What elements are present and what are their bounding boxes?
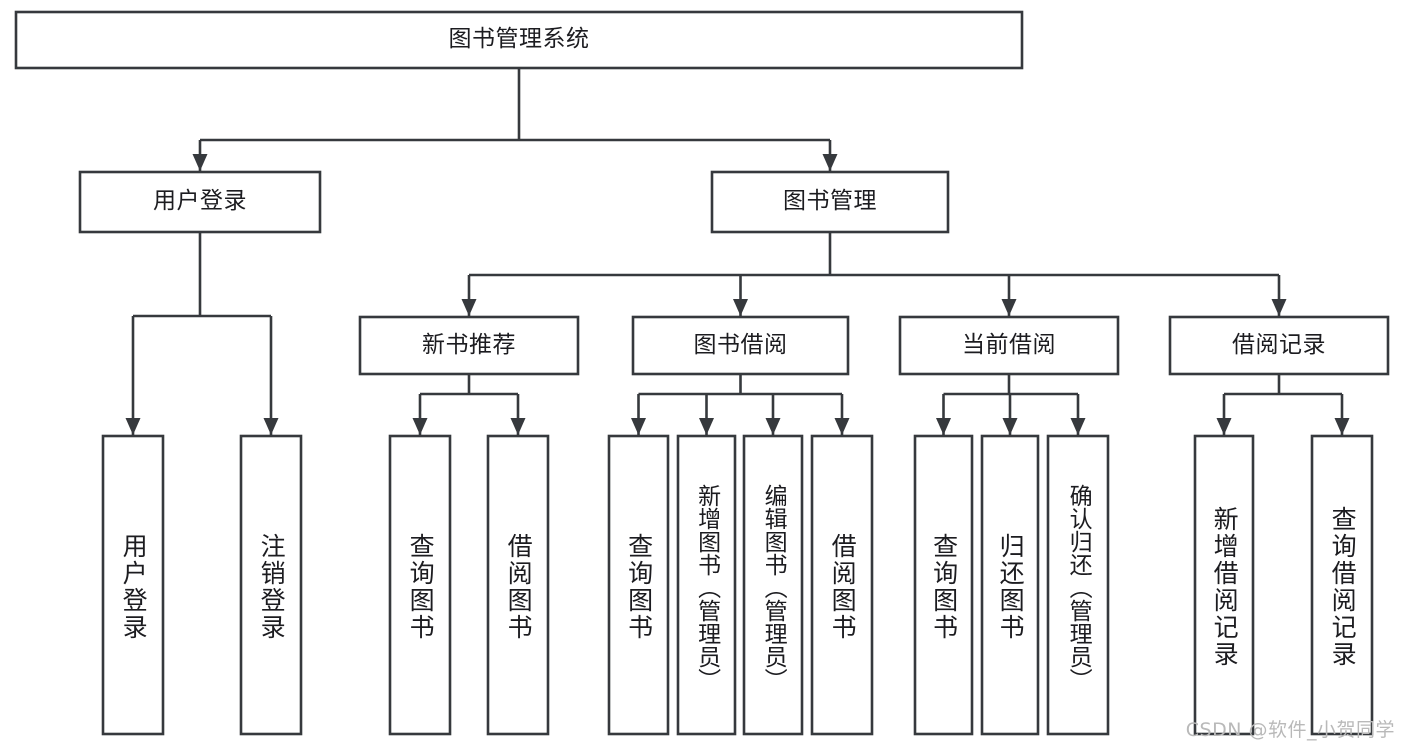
arrow-head-book_borrow-0 — [631, 418, 646, 435]
arrow-head-current_borrow-1 — [1002, 418, 1018, 435]
arrow-head-new_book_rec-0 — [412, 418, 428, 435]
node-box-book-manage[interactable] — [710, 170, 950, 234]
arrow-head-book_borrow-2 — [765, 418, 781, 435]
arrow-head-current_borrow-0 — [936, 418, 951, 435]
arrow-head-book_manage-3 — [1271, 299, 1287, 316]
watermark-text: CSDN @软件_小贺同学 — [1185, 719, 1395, 741]
edges-layer — [125, 68, 1350, 435]
node-box-leaf-confirm-return[interactable] — [1046, 434, 1110, 736]
node-box-leaf-query-book-a[interactable] — [388, 434, 452, 736]
node-box-new-book-rec[interactable] — [358, 315, 580, 376]
node-box-leaf-borrow-book-b[interactable] — [810, 434, 874, 736]
arrow-head-book_manage-2 — [1001, 299, 1017, 316]
arrow-head-user_login-0 — [125, 418, 141, 435]
node-box-current-borrow[interactable] — [898, 315, 1120, 376]
arrow-head-new_book_rec-1 — [510, 418, 526, 435]
arrow-head-user_login-1 — [263, 418, 279, 435]
node-box-user-login[interactable] — [78, 170, 322, 234]
arrow-head-book_manage-0 — [461, 299, 477, 316]
node-box-leaf-query-book-b[interactable] — [607, 434, 670, 736]
arrow-head-root-1 — [822, 154, 838, 171]
node-box-leaf-borrow-book-a[interactable] — [486, 434, 550, 736]
node-box-leaf-return-book[interactable] — [980, 434, 1040, 736]
arrow-head-book_borrow-1 — [699, 418, 714, 435]
arrow-head-borrow_record-0 — [1216, 418, 1232, 435]
arrow-head-borrow_record-1 — [1334, 418, 1350, 435]
node-box-leaf-query-record[interactable] — [1310, 434, 1374, 736]
node-box-leaf-add-record[interactable] — [1193, 434, 1255, 736]
node-box-leaf-query-book-c[interactable] — [913, 434, 974, 736]
boxes-layer — [14, 10, 1390, 736]
node-box-leaf-logout[interactable] — [239, 434, 303, 736]
node-box-leaf-edit-book[interactable] — [742, 434, 804, 736]
arrow-head-book_manage-1 — [733, 299, 748, 316]
node-box-root[interactable] — [14, 10, 1024, 70]
node-box-leaf-add-book[interactable] — [676, 434, 737, 736]
arrow-head-current_borrow-2 — [1070, 418, 1086, 435]
node-box-leaf-user-login[interactable] — [101, 434, 165, 736]
arrow-head-book_borrow-3 — [834, 418, 850, 435]
node-box-book-borrow[interactable] — [631, 315, 850, 376]
arrow-head-root-0 — [192, 154, 208, 171]
node-box-borrow-record[interactable] — [1168, 315, 1390, 376]
